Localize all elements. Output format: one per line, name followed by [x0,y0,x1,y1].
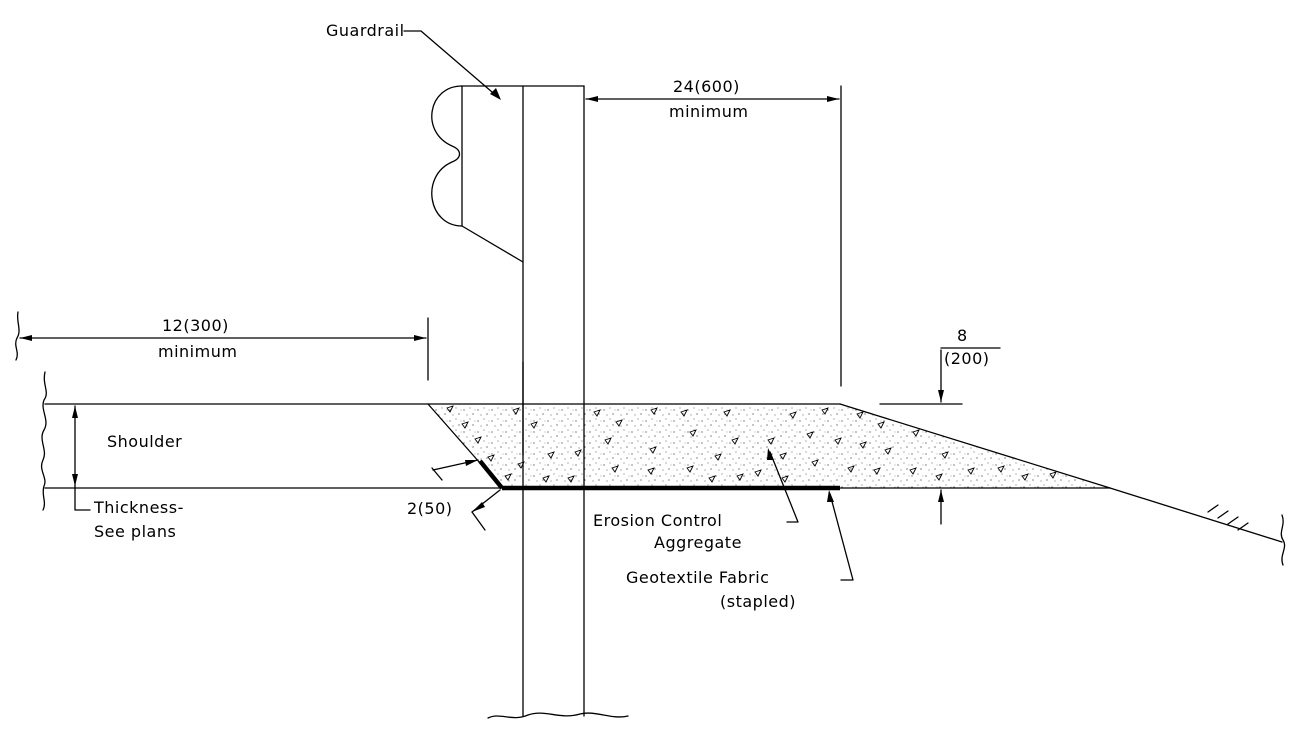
thickness-line1: Thickness- [93,498,184,517]
geotextile-label-group: Geotextile Fabric (stapled) [626,490,854,611]
dim-small: 2(50) [407,499,453,518]
guardrail-beam [431,85,524,263]
erosion-control-label-group: Erosion Control Aggregate [593,448,799,552]
dimension-12-300: 12(300) minimum [15,311,429,381]
geotextile-line2: (stapled) [720,592,796,611]
dim-right-bottom: (200) [944,349,990,368]
geotextile-fabric-line [478,459,840,491]
dim-left-note: minimum [158,342,237,361]
dimension-24-600: 24(600) minimum [585,77,842,387]
dim-left-value: 12(300) [162,316,229,335]
dim-top-note: minimum [669,102,748,121]
guardrail-post [461,85,629,719]
dimension-8-200: 8 (200) [879,326,1001,525]
dim-top-value: 24(600) [673,77,740,96]
shoulder-label: Shoulder [107,432,182,451]
shoulder-thickness-dimension: Shoulder Thickness- See plans [72,405,184,541]
guardrail-label: Guardrail [326,21,405,40]
guardrail-label-group: Guardrail [326,21,501,100]
dim-right-top: 8 [957,326,968,345]
dimension-2-50: 2(50) [407,459,501,531]
geotextile-line1: Geotextile Fabric [626,568,769,587]
erosion-line2: Aggregate [654,533,742,552]
erosion-control-aggregate [428,404,1110,488]
thickness-line2: See plans [94,522,176,541]
aggregate-triangles [446,405,1057,483]
erosion-line1: Erosion Control [593,511,722,530]
